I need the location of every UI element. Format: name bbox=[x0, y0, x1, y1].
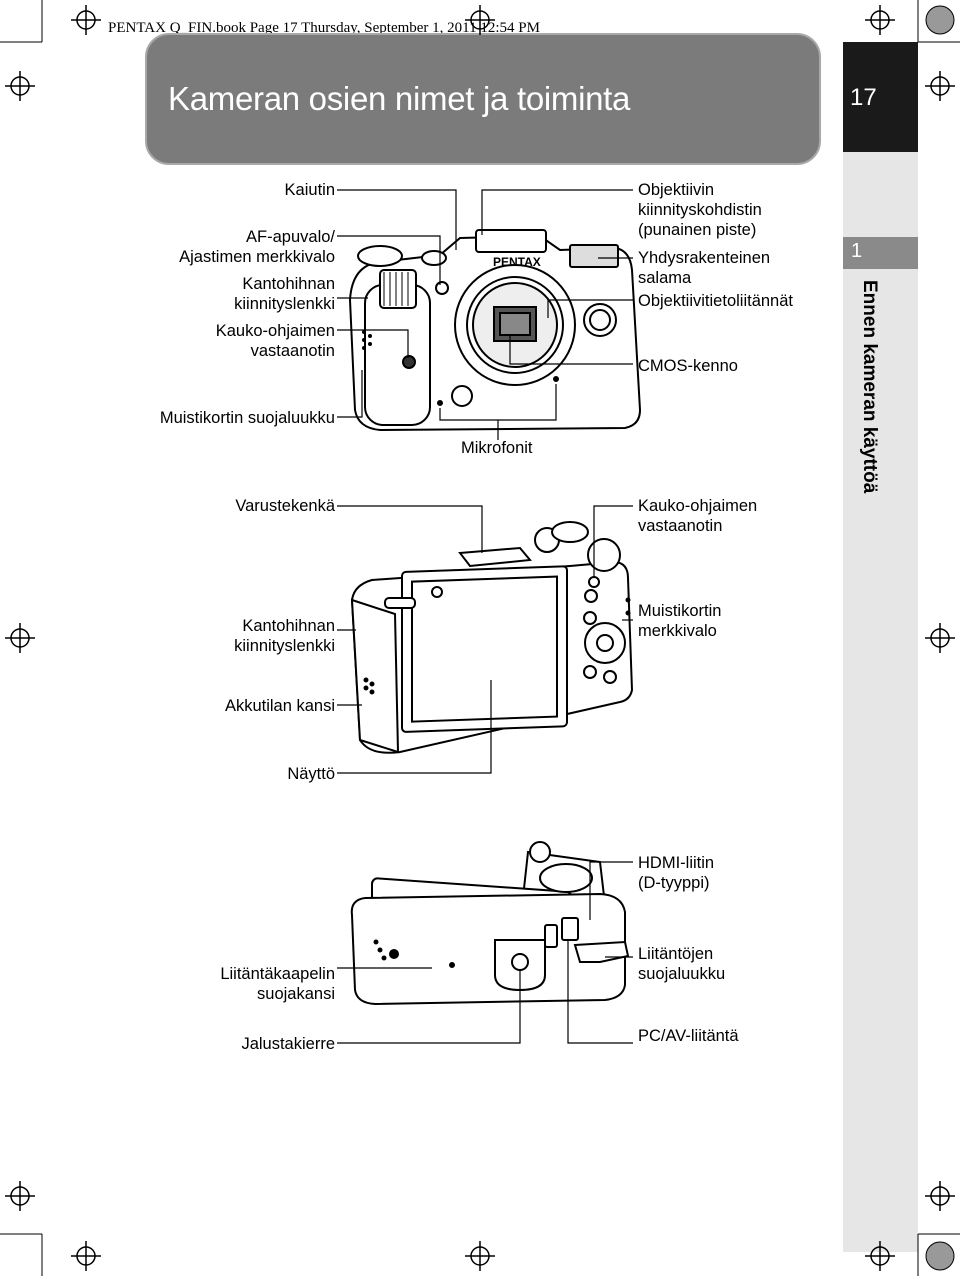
label-hot-shoe: Varustekenkä bbox=[235, 497, 335, 515]
bottom-leader-lines bbox=[337, 861, 633, 1044]
label-remote-receiver-front: Kauko-ohjaimen vastaanotin bbox=[215, 322, 335, 360]
label-lens-mount-index: Objektiivin kiinnityskohdistin (punainen… bbox=[638, 181, 762, 239]
label-tripod-socket: Jalustakierre bbox=[241, 1035, 335, 1053]
label-card-access-lamp: Muistikortin merkkivalo bbox=[638, 602, 722, 640]
title-banner bbox=[145, 33, 821, 165]
label-terminal-cover: Liitäntöjen suojaluukku bbox=[638, 945, 726, 983]
label-strap-lug-front: Kantohihnan kiinnityslenkki bbox=[234, 275, 335, 313]
label-hdmi-terminal: HDMI-liitin (D-tyyppi) bbox=[638, 854, 715, 892]
label-microphones: Mikrofonit bbox=[461, 439, 533, 457]
label-lens-contacts: Objektiivitietoliitännät bbox=[638, 292, 793, 310]
brand-mark: PENTAX bbox=[493, 255, 541, 269]
label-card-cover: Muistikortin suojaluukku bbox=[159, 409, 335, 427]
camera-front-illustration bbox=[348, 229, 642, 432]
camera-bottom-illustration bbox=[350, 841, 630, 1006]
label-battery-cover: Akkutilan kansi bbox=[224, 697, 335, 715]
print-header: PENTAX Q_FIN.book Page 17 Thursday, Sept… bbox=[108, 20, 540, 36]
chapter-number: 1 bbox=[851, 240, 863, 262]
label-strap-lug-back: Kantohihnan kiinnityslenkki bbox=[234, 617, 335, 655]
page-number-box bbox=[843, 42, 918, 152]
label-cmos-sensor: CMOS-kenno bbox=[638, 357, 738, 375]
page-title: Kameran osien nimet ja toiminta bbox=[168, 80, 631, 117]
label-pc-av-terminal: PC/AV-liitäntä bbox=[638, 1027, 739, 1045]
chapter-tab bbox=[843, 237, 918, 269]
label-remote-receiver-back: Kauko-ohjaimen vastaanotin bbox=[638, 497, 758, 535]
label-speaker: Kaiutin bbox=[284, 181, 335, 199]
label-af-assist-lamp: AF-apuvalo/ Ajastimen merkkivalo bbox=[179, 228, 335, 266]
camera-back-illustration bbox=[350, 521, 634, 754]
page-number: 17 bbox=[850, 84, 877, 111]
front-leader-lines bbox=[337, 189, 633, 440]
back-leader-lines bbox=[337, 505, 633, 774]
label-built-in-flash: Yhdysrakenteinen salama bbox=[638, 249, 771, 287]
label-monitor: Näyttö bbox=[287, 765, 335, 783]
label-cable-switch-cover: Liitäntäkaapelin suojakansi bbox=[220, 965, 335, 1003]
